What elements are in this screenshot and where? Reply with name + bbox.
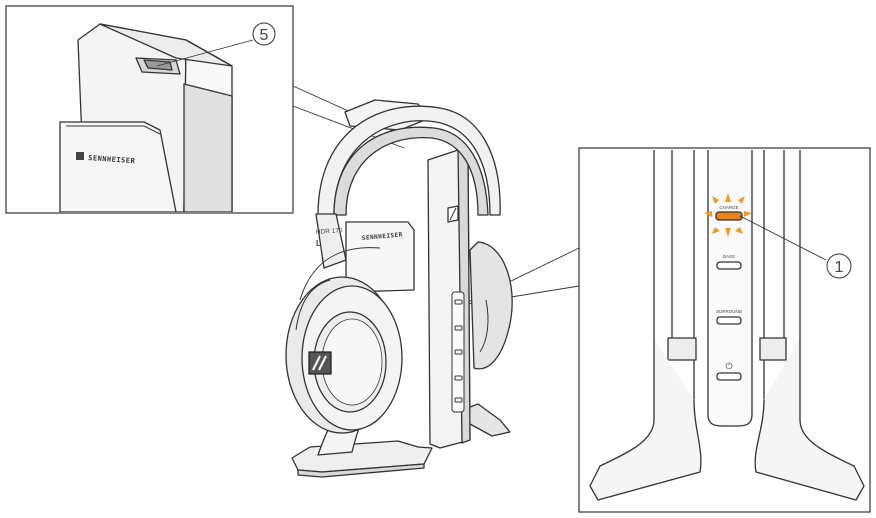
power-button — [716, 372, 742, 381]
power-symbol-icon: ⏻ — [725, 361, 732, 371]
tower-brand-wordmark: SENNHEISER — [362, 231, 404, 242]
callout-1-number: 1 — [835, 259, 844, 276]
back-earcup — [469, 241, 513, 370]
charge-glow-rays — [704, 193, 752, 237]
callout-5: 5 — [252, 22, 276, 46]
inset-panel-transmitter-top: SENNHEISER — [5, 5, 294, 214]
side-marker: L — [316, 239, 321, 248]
bass-label: BASS — [723, 254, 735, 259]
charge-label: CHARGE — [719, 205, 738, 210]
charge-led — [715, 211, 743, 221]
model-label: HDR 170 — [316, 227, 344, 236]
stand-and-headphones — [285, 99, 513, 478]
earcup-logo-icon — [308, 351, 332, 375]
inset-panel-button-strip: CHARGE BASS SURROUND ⏻ — [578, 147, 871, 513]
surround-button — [716, 316, 742, 325]
surround-label: SURROUND — [716, 309, 743, 314]
callout-1: 1 — [826, 253, 852, 279]
headband — [317, 105, 501, 216]
bass-button — [716, 261, 742, 270]
inset-tl-brand-wordmark: SENNHEISER — [88, 154, 136, 165]
tower-button-strip — [451, 291, 465, 413]
callout-5-number: 5 — [260, 27, 269, 44]
